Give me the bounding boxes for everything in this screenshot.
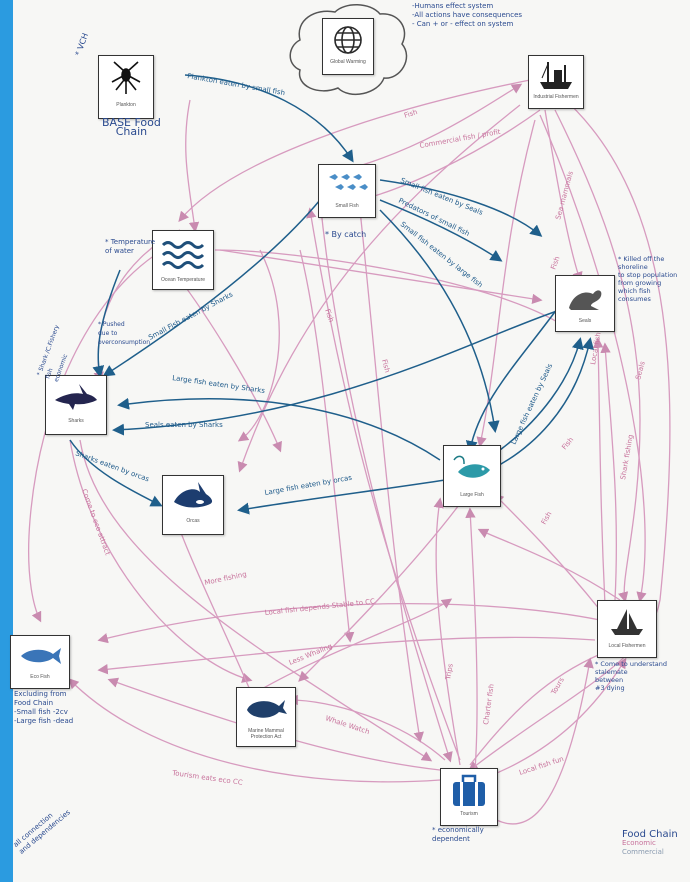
- seal-icon: [569, 290, 602, 310]
- salmon-icon: [21, 648, 61, 664]
- note-top: -Humans effect system -All actions have …: [412, 2, 523, 28]
- edge-trips: Trips: [444, 663, 455, 682]
- node-label: Tourism: [460, 811, 478, 817]
- legend-economic: Economic: [622, 839, 656, 847]
- note-base-food-chain: BASE Food Chain: [102, 116, 161, 138]
- note-bycatch: * By catch: [325, 230, 367, 239]
- orca-icon: [174, 482, 213, 508]
- node-industrial-fishermen[interactable]: Industrial Fishermen: [528, 55, 584, 109]
- edge-sunfish: Fish: [560, 436, 575, 452]
- edge-come-to-eco: Come to eco attract: [80, 488, 112, 557]
- edge-plankton-small-fish: Plankton eaten by small fish: [187, 72, 286, 97]
- edge-seals-sharks: Seals eaten by Sharks: [145, 421, 223, 429]
- boat-icon: [611, 609, 643, 635]
- thought-cloud: [289, 4, 408, 96]
- legend-food-chain: Food Chain: [622, 829, 678, 840]
- trawler-icon: [540, 62, 572, 89]
- node-plankton[interactable]: Plankton: [98, 55, 154, 119]
- edge-tourism-eat: Tourism eats eco CC: [171, 769, 243, 787]
- node-tourism[interactable]: Tourism: [440, 768, 498, 826]
- pink-connections: [27, 79, 671, 825]
- note-killed-off: * Killed off the shoreline to stop popul…: [618, 255, 678, 303]
- node-seals[interactable]: Seals: [555, 275, 615, 332]
- node-marine-mammal-act[interactable]: Marine Mammal Protection Act: [236, 687, 296, 747]
- edge-commercial-fish-profit: Commercial fish / profit: [419, 128, 501, 150]
- node-small-fish[interactable]: Small Fish: [318, 164, 376, 218]
- node-label: Eco Fish: [30, 674, 50, 680]
- note-sharks-push: * Pushed due to overconsumption: [98, 321, 151, 346]
- fish-school-icon: [329, 174, 368, 190]
- note-temperature-water: * Temperature of water: [105, 238, 156, 255]
- edge-fish: Fish: [403, 108, 418, 120]
- edge-charter-fish: Charter fish: [482, 683, 496, 725]
- node-label: Small Fish: [335, 203, 359, 209]
- node-label: Ocean Temperature: [160, 277, 206, 283]
- legend: Food Chain Economic Commercial: [622, 830, 678, 857]
- note-economy: * economically dependent: [432, 826, 484, 843]
- legend-commercial: Commercial: [622, 848, 664, 856]
- edge-less-whaling: Less Whaling: [288, 642, 334, 667]
- node-label: Large Fish: [460, 492, 484, 498]
- note-excluding: Excluding from Food Chain -Small fish -2…: [14, 690, 74, 725]
- edge-local-fish-depends: Local fish depends Stable to CC: [264, 597, 375, 617]
- blue-connections: [69, 74, 594, 515]
- edge-small-fish-sharks: Small Fish eaten by Sharks: [147, 290, 234, 342]
- edge-fish-3: Fish: [540, 510, 554, 526]
- node-label: Marine Mammal Protection Act: [248, 728, 284, 740]
- note-come-to-understand: * Come to understand stalemate between #…: [595, 660, 668, 692]
- edge-more-fishing: More fishing: [204, 570, 248, 587]
- edge-seals: Seals: [634, 360, 647, 380]
- suitcase-icon: [453, 774, 485, 806]
- node-eco-fish[interactable]: Eco Fish: [10, 635, 70, 689]
- node-orcas[interactable]: Orcas: [162, 475, 224, 535]
- node-ocean-temperature[interactable]: Ocean Temperature: [152, 230, 214, 290]
- node-label: Plankton: [116, 102, 136, 108]
- node-label: Seals: [578, 318, 592, 324]
- edge-fish-right: Fish: [380, 358, 391, 373]
- fish-hook-icon: [453, 455, 490, 478]
- node-sharks[interactable]: Sharks: [45, 375, 107, 435]
- shark-icon: [55, 384, 97, 410]
- node-label: Global Warming: [330, 59, 366, 65]
- plankton-icon: [111, 61, 141, 94]
- edge-shark-fishing: Shark fishing: [619, 434, 635, 480]
- edge-tours: Tours: [549, 676, 566, 697]
- node-global-warming[interactable]: Global Warming: [322, 18, 374, 75]
- waves-icon: [161, 241, 205, 269]
- edge-large-fish-orcas: Large fish eaten by orcas: [264, 474, 353, 497]
- edge-fish-left: Fish: [323, 308, 335, 323]
- edge-fish-2: Fish: [549, 255, 561, 270]
- node-label: Local Fishermen: [608, 643, 646, 649]
- node-local-fishermen[interactable]: Local Fishermen: [597, 600, 657, 658]
- node-label: Industrial Fishermen: [533, 94, 579, 100]
- edge-small-fish-large-fish: Small fish eaten by large fish: [399, 220, 484, 289]
- node-large-fish[interactable]: Large Fish: [443, 445, 501, 507]
- paper-background: [13, 0, 690, 882]
- whale-icon: [247, 700, 287, 718]
- node-label: Sharks: [68, 418, 84, 424]
- globe-icon: [334, 26, 362, 54]
- edge-large-fish-sharks: Large fish eaten by Sharks: [172, 374, 266, 395]
- node-label: Orcas: [186, 518, 200, 524]
